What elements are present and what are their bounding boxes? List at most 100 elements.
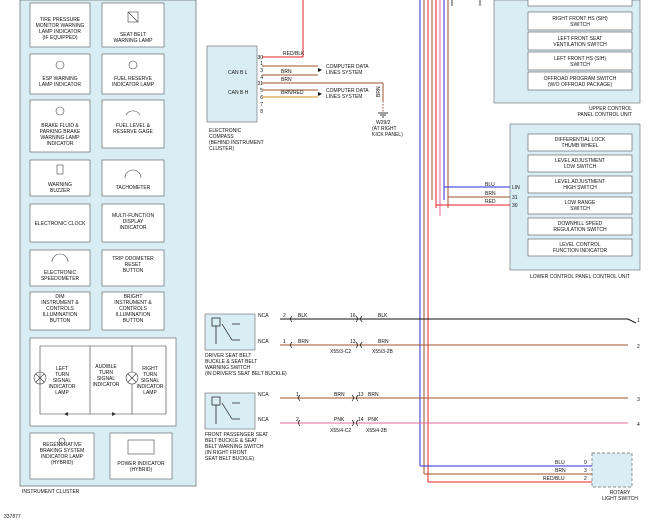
buckle-end-pin: 2 <box>637 344 640 350</box>
buckle-pin: 1 <box>283 339 286 345</box>
lower-pin-lin: LIN <box>512 185 520 191</box>
tile-text-line: MONITOR WARNING <box>36 23 85 29</box>
rotary-pin-9: 9 <box>584 460 587 466</box>
tile-text-line: INSTRUMENT & <box>114 300 152 306</box>
compass-can-l: CAN B L <box>228 70 248 76</box>
buckle-pin: 2 <box>296 417 299 423</box>
compass-pin: 3 <box>260 68 263 74</box>
main-harness <box>262 0 594 483</box>
driver-conn-b: X55/3-2B <box>372 349 394 355</box>
tile-text-line: PARKING BRAKE <box>40 129 81 135</box>
tile-fuel-level <box>101 99 165 149</box>
label-line: SEAT BELT BUCKLE) <box>205 456 254 462</box>
label-line: ELECTRONIC <box>209 128 242 134</box>
lower-switch-label: HIGH SWITCH <box>563 185 597 191</box>
upper-switch-label: LEFT FRONT HS (SIH) <box>554 56 606 62</box>
tile-tachometer <box>101 159 165 197</box>
turn-signal-text-line: LAMP <box>143 390 157 396</box>
wire-label-brn-4: BRN <box>281 77 292 83</box>
label-line: (IN DRIVER'S SEAT BELT BUCKLE) <box>205 371 287 377</box>
label-line: PANEL CONTROL UNIT <box>577 112 632 118</box>
passenger-connectors <box>298 394 359 427</box>
label-line: BUCKLE & SEAT BELT <box>205 359 257 365</box>
label-line: LIGHT SWITCH <box>602 496 638 502</box>
lower-switch-label: LEVEL ADJUSTMENT <box>555 179 605 185</box>
buckle-nc: NCA <box>258 392 269 398</box>
tile-text-line: (HYBRID) <box>51 460 74 466</box>
tile-electronic-speedometer <box>29 249 91 287</box>
turn-signal-text-line: INDICATOR <box>92 382 119 388</box>
rotary-pin-2: 2 <box>584 476 587 482</box>
tile-text-line: FUEL LEVEL & <box>116 123 151 129</box>
upper-switch-box <box>527 51 633 71</box>
ground-wire-label: BRN <box>376 86 382 97</box>
rotary-wire-labels: BLU 9 BRN 3 RED/BLU 2 <box>543 460 587 482</box>
lower-switch-label: REGULATION SWITCH <box>553 227 607 233</box>
turn-signal-text-line: INDICATOR <box>48 384 75 390</box>
label-line: FRONT PASSENGER SEAT <box>205 432 268 438</box>
tile-text-line: DISPLAY <box>123 219 144 225</box>
driver-conn-a: X55/3-C2 <box>330 349 351 355</box>
lower-switch-box <box>527 196 633 215</box>
label-line: KICK PANEL) <box>372 132 403 138</box>
tile-text-line: INDICATOR LAMP <box>41 454 84 460</box>
esp-lamp-icon <box>55 60 65 70</box>
label-line: LINES SYSTEM <box>326 70 362 76</box>
tile-text-line: (IF EQUIPPED) <box>42 35 77 41</box>
driver-switch-icon <box>211 317 240 344</box>
wire-label-red-blk: RED/BLK <box>283 51 305 57</box>
tile-text-line: INDICATOR <box>46 141 73 147</box>
lower-switch-box <box>527 217 633 236</box>
tile-text-line: WARNING LAMP <box>41 135 81 141</box>
compass-pin: 1 <box>260 61 263 67</box>
driver-connectors <box>290 315 363 349</box>
compass-wire-labels: RED/BLK BRN BRN BRN/RED COMPUTER DATALIN… <box>281 51 382 100</box>
lower-switch-label: SWITCH <box>570 206 590 212</box>
compass-bus-arrows <box>318 68 322 96</box>
tile-brake-fluid <box>29 99 91 153</box>
buckle-out-wire: BRN <box>368 392 379 398</box>
tile-fuel-level-text: FUEL LEVEL &RESERVE GAGE <box>113 123 153 135</box>
tile-text-line: ESP WARNING <box>42 76 77 82</box>
tile-text-line: BRIGHT <box>124 294 143 300</box>
ground-icon <box>378 112 388 118</box>
turn-signal-text-line: INDICATOR <box>136 384 163 390</box>
buckle-conn-pin: 16 <box>350 313 356 319</box>
compass-pin: 4 <box>260 75 263 81</box>
tile-icons <box>51 11 155 455</box>
buckle-end-pin: 3 <box>637 397 640 403</box>
tile-text-line: SPEEDOMETER <box>41 276 80 282</box>
tile-text-line: BUTTON <box>123 268 144 274</box>
buckle-pin: 2 <box>283 313 286 319</box>
upper-switch-label: LEFT FRONT SEAT <box>558 36 603 42</box>
tile-text-line: TRIP ODOMETER <box>112 256 154 262</box>
compass-box <box>206 45 258 123</box>
tile-text-line: POWER INDICATOR <box>117 461 165 467</box>
tile-warning-buzzer <box>29 159 91 197</box>
lower-panel-label: LOWER CONTROL PANEL CONTROL UNIT <box>530 274 630 280</box>
compass-pin: 30 <box>257 55 263 61</box>
fuel-gauge-icon <box>125 110 141 116</box>
tile-multi-function-display <box>101 203 165 243</box>
lower-switch-box <box>527 238 633 257</box>
turn-signal-text-line: TURN <box>143 372 157 378</box>
tile-text-line: CONTROLS <box>119 306 147 312</box>
tile-text-line: BRAKE FLUID & <box>41 123 79 129</box>
tile-text-line: RESERVE GAGE <box>113 129 153 135</box>
tile-regen-braking <box>29 432 95 480</box>
compass-pin: 8 <box>260 109 263 115</box>
label-line: COMPASS <box>209 134 234 140</box>
regen-lamp-icon <box>58 437 66 445</box>
